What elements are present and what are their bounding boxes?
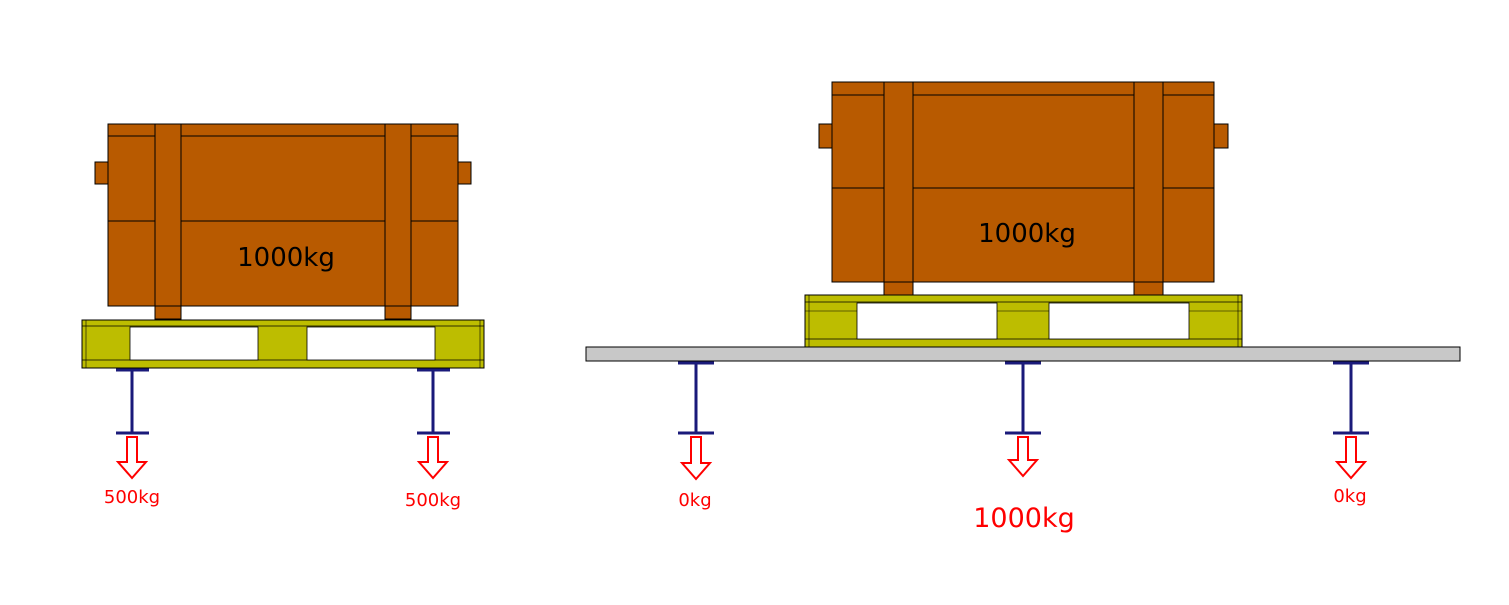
right-crate-weight: 1000kg [978,219,1076,249]
pallet-opening-right [306,326,436,361]
crate-handle-left [94,161,109,185]
left-scene: 1000kg 500kg 500kg [81,123,485,511]
crate-strap-left [154,123,182,307]
crate-foot-right [1133,281,1164,296]
down-arrow-icon [1006,436,1040,478]
pallet-opening-right [1048,302,1190,340]
crate-foot-right [384,305,412,320]
right-load-2: 1000kg [973,503,1075,534]
pallet-opening-left [129,326,259,361]
down-arrow-icon [679,436,713,481]
left-support-2: 500kg [405,368,461,511]
right-crate: 1000kg [818,81,1229,296]
right-load-1: 0kg [678,490,711,511]
crate-foot-left [154,305,182,320]
right-support-2: 1000kg [973,361,1075,534]
crate-foot-left [883,281,914,296]
floor-slab [585,346,1461,362]
left-support-1: 500kg [104,368,160,508]
right-support-3: 0kg [1333,361,1369,507]
down-arrow-icon [416,436,450,480]
right-scene: 1000kg 0kg [585,81,1461,534]
crate-strap-left [883,81,914,283]
crate-handle-right [457,161,472,185]
left-load-1: 500kg [104,487,160,508]
right-pallet [804,294,1243,348]
crate-strap-right [384,123,412,307]
crate-handle-right [1213,123,1229,149]
down-arrow-icon [1334,436,1368,480]
right-support-1: 0kg [678,361,714,511]
right-load-3: 0kg [1333,486,1366,507]
left-load-2: 500kg [405,490,461,511]
left-crate-weight: 1000kg [237,243,335,273]
pallet-opening-left [856,302,998,340]
left-crate: 1000kg [94,123,472,320]
crate-strap-right [1133,81,1164,283]
down-arrow-icon [115,436,149,480]
left-pallet [81,319,485,369]
crate-handle-left [818,123,834,149]
